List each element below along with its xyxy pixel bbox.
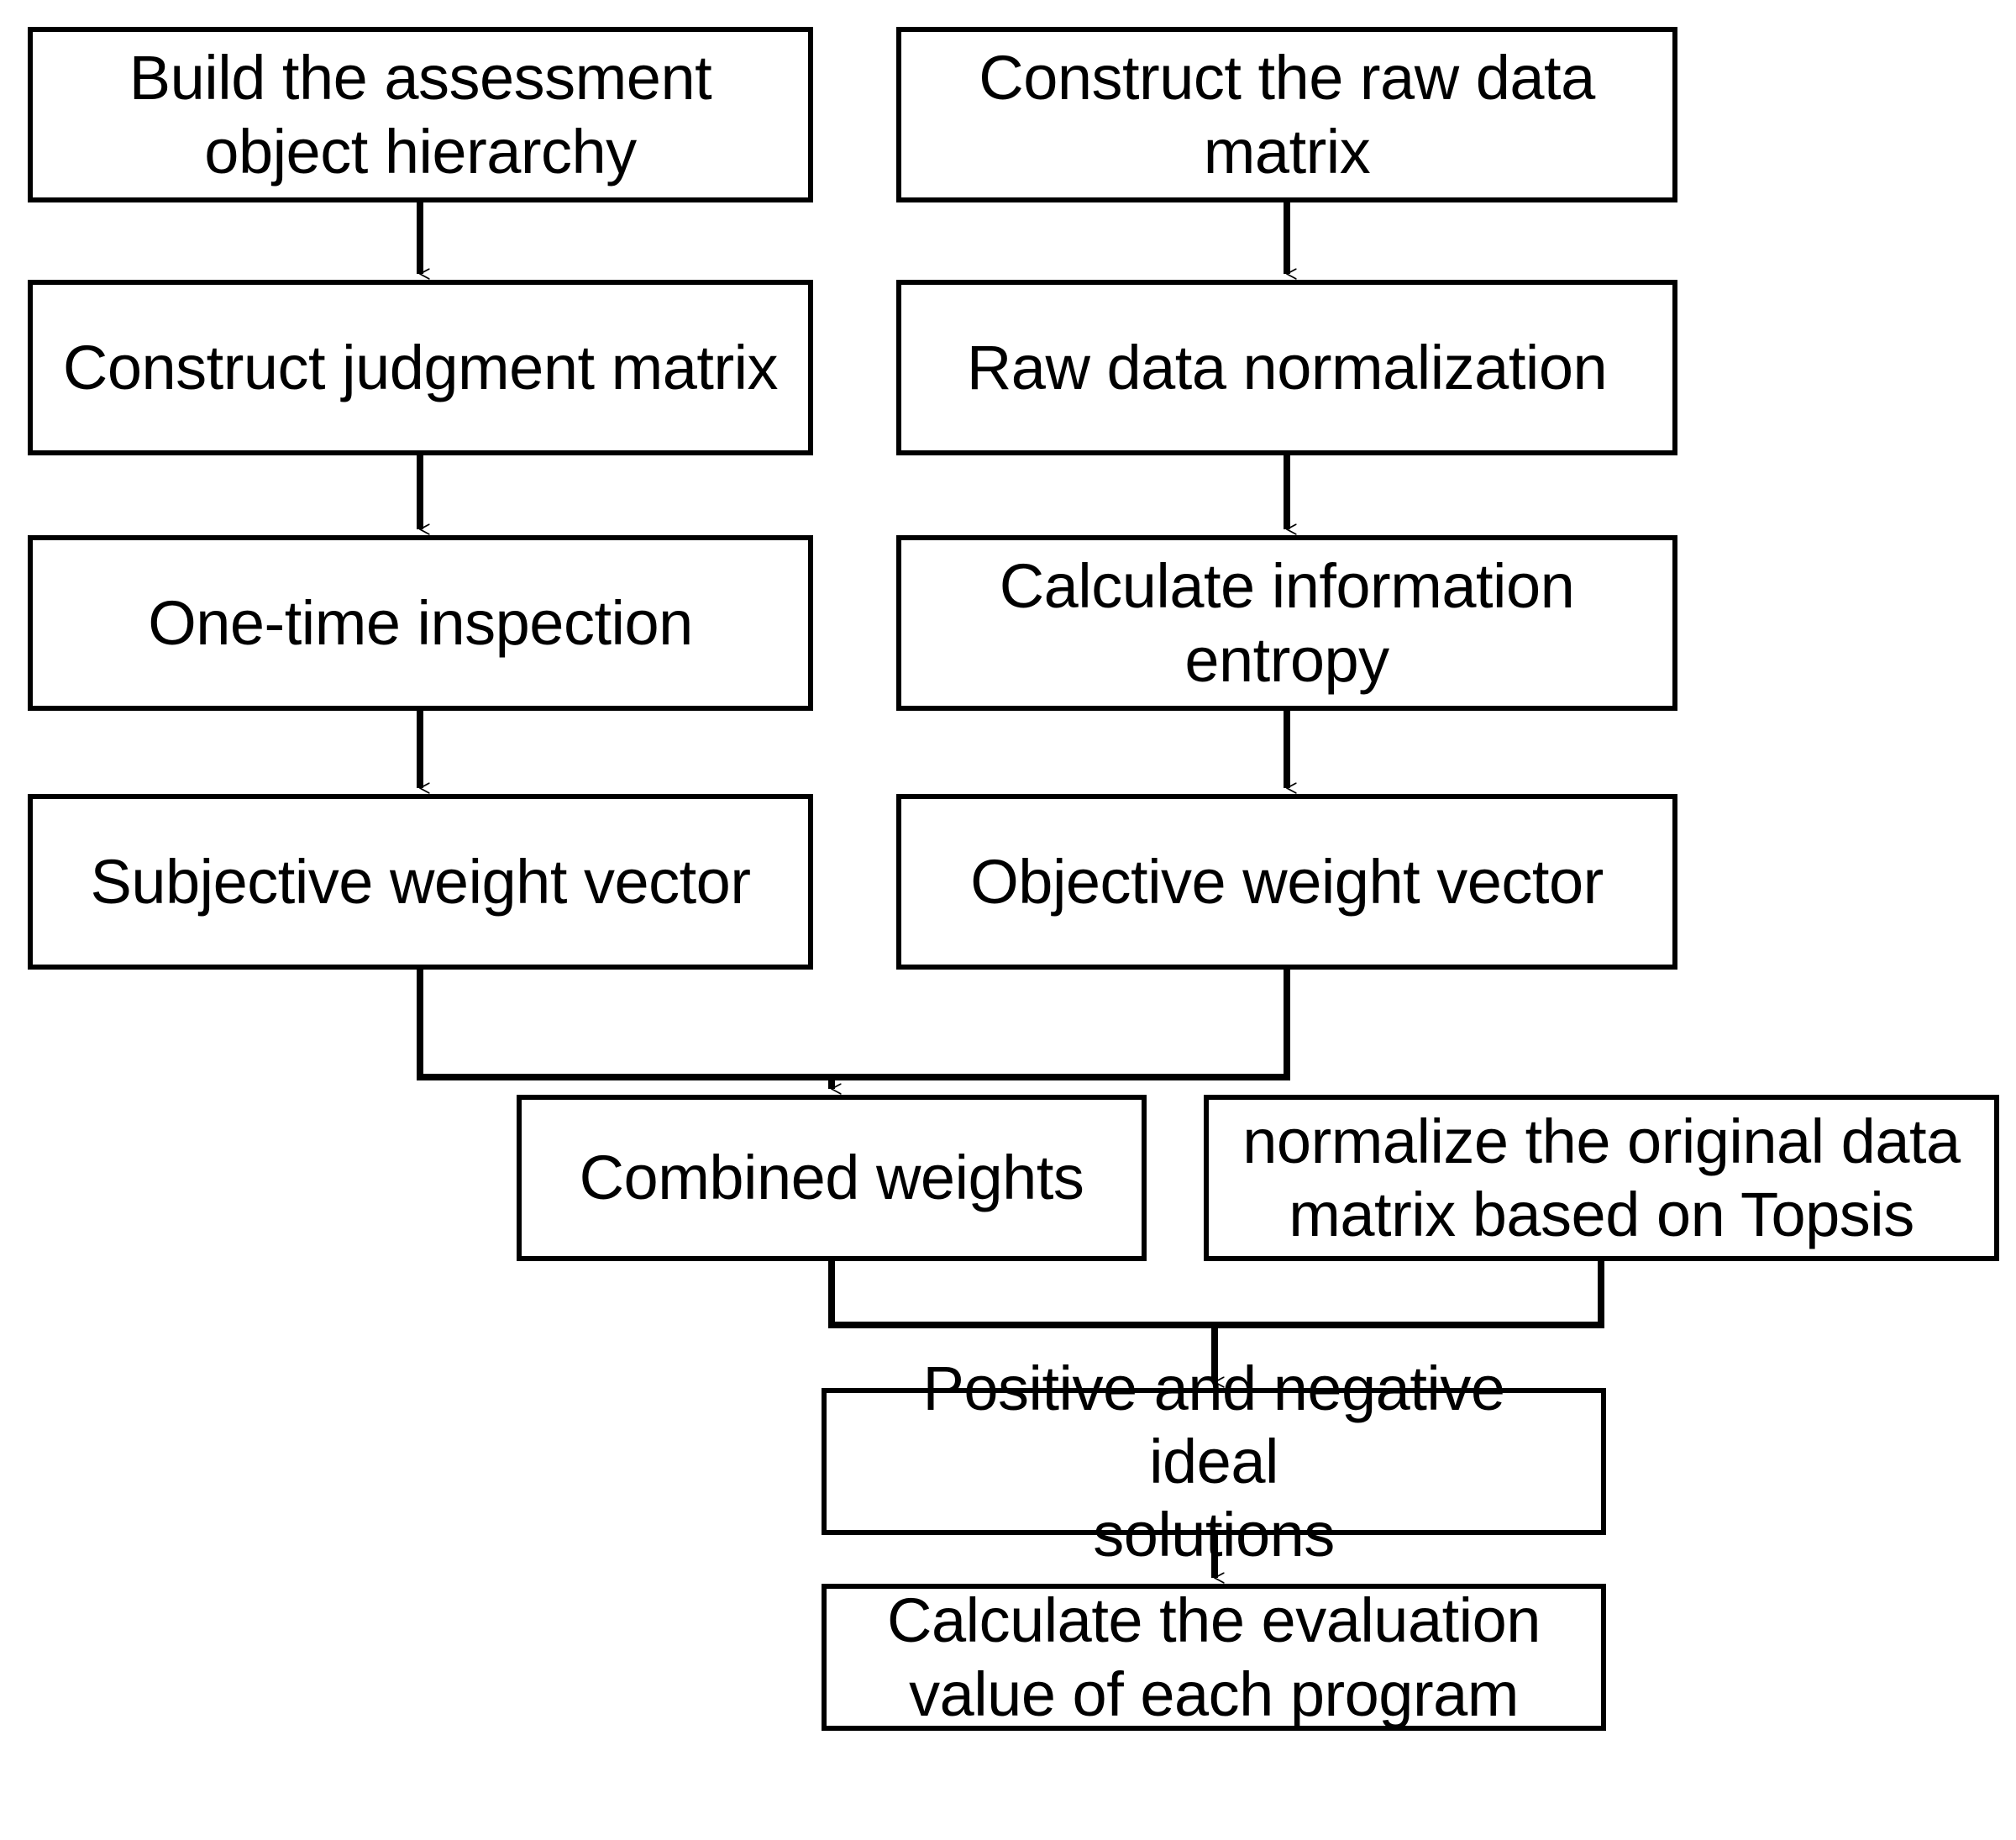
node-label: normalize the original data matrix based… (1242, 1106, 1961, 1249)
node-label: Construct the raw data matrix (979, 43, 1595, 187)
connector-merge-to-combined-weights (417, 970, 1290, 1080)
node-construct-judgment-matrix[interactable]: Construct judgment matrix (28, 280, 813, 455)
node-label: One-time inspection (148, 587, 693, 658)
node-label: Subjective weight vector (90, 846, 751, 917)
node-label: Build the assessment object hierarchy (129, 43, 712, 187)
node-label: Construct judgment matrix (62, 332, 779, 402)
node-label: Positive and negative ideal solutions (922, 1353, 1505, 1570)
node-label: Raw data normalization (966, 332, 1608, 402)
node-objective-weight-vector[interactable]: Objective weight vector (896, 794, 1677, 970)
connector-merge-to-ideal-solutions (828, 1261, 1604, 1328)
node-build-assessment-object-hierarchy[interactable]: Build the assessment object hierarchy (28, 27, 813, 202)
node-calculate-evaluation-value-of-each-program[interactable]: Calculate the evaluation value of each p… (822, 1584, 1606, 1731)
node-construct-the-raw-data-matrix[interactable]: Construct the raw data matrix (896, 27, 1677, 202)
node-label: Calculate information entropy (999, 551, 1575, 695)
node-label: Objective weight vector (970, 846, 1604, 917)
node-one-time-inspection[interactable]: One-time inspection (28, 535, 813, 711)
node-subjective-weight-vector[interactable]: Subjective weight vector (28, 794, 813, 970)
node-label: Combined weights (579, 1143, 1084, 1213)
node-positive-and-negative-ideal-solutions[interactable]: Positive and negative ideal solutions (822, 1354, 1606, 1569)
node-normalize-original-data-matrix-based-on-topsis[interactable]: normalize the original data matrix based… (1204, 1095, 1999, 1261)
node-raw-data-normalization[interactable]: Raw data normalization (896, 280, 1677, 455)
node-label: Calculate the evaluation value of each p… (887, 1585, 1541, 1729)
node-calculate-information-entropy[interactable]: Calculate information entropy (896, 535, 1677, 711)
node-combined-weights[interactable]: Combined weights (517, 1095, 1147, 1261)
